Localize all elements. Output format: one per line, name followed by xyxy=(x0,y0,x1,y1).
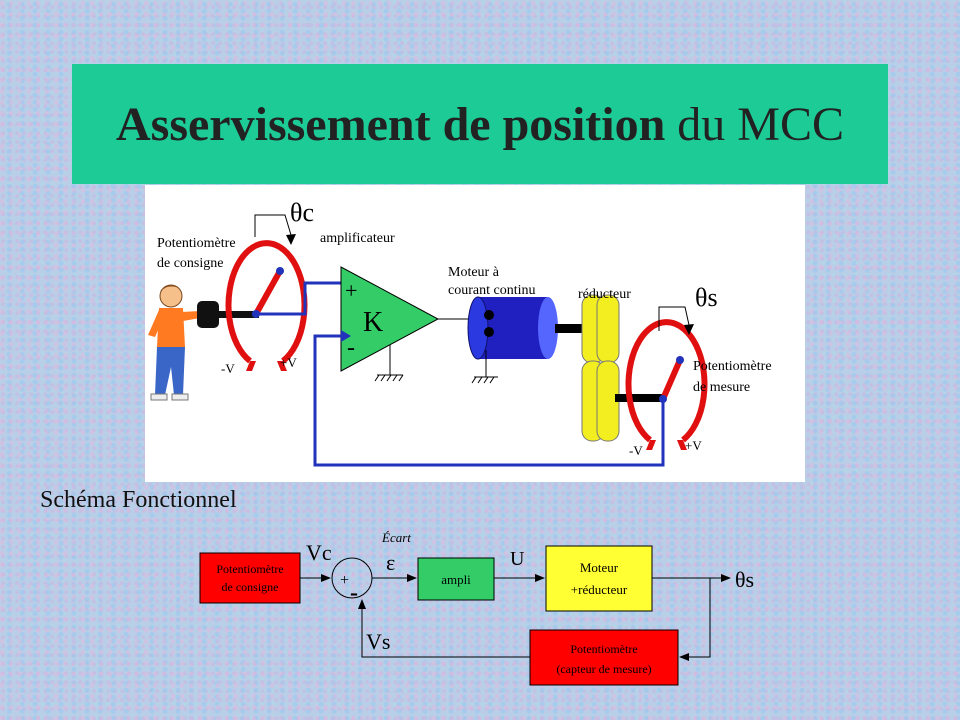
block-pot-consigne-line2: de consigne xyxy=(222,580,279,594)
moteur-line1: Moteur à xyxy=(448,265,500,280)
title-normal: du MCC xyxy=(665,97,845,151)
vs-label: Vs xyxy=(366,629,390,654)
pot-consigne-line2: de consigne xyxy=(157,256,223,271)
moteur-line2: courant continu xyxy=(448,283,535,298)
plus-v-right: +V xyxy=(685,438,702,453)
reducteur-gears-icon xyxy=(581,294,620,442)
pot-consigne-line1: Potentiomètre xyxy=(157,236,236,251)
block-pot-consigne-line1: Potentiomètre xyxy=(216,562,283,576)
block-pot-consigne xyxy=(199,552,301,604)
theta-c-label: θc xyxy=(290,198,314,227)
minus-v-left: -V xyxy=(221,361,235,376)
title-banner: Asservissement de position du MCC xyxy=(72,64,888,184)
block-moteur-line2: +réducteur xyxy=(571,582,628,597)
person-icon xyxy=(148,284,207,401)
vc-label: Vc xyxy=(306,540,332,565)
amp-plus-sign: + xyxy=(345,278,357,303)
motor-shaft xyxy=(555,324,587,333)
output-shaft xyxy=(615,394,663,402)
functional-svg: Potentiomètre de consigne Vc + - Écart ε… xyxy=(199,530,754,686)
amp-gain-k: K xyxy=(363,307,383,338)
block-ampli xyxy=(417,557,495,601)
wire-feedback xyxy=(313,334,665,467)
block-moteur xyxy=(545,545,653,612)
minus-v-right: -V xyxy=(629,443,643,458)
knob-icon xyxy=(197,301,219,328)
sum-minus-sign: - xyxy=(350,580,358,606)
potentiometer-consigne-icon xyxy=(225,214,308,371)
shaft xyxy=(219,311,259,318)
theta-s-label: θs xyxy=(695,283,718,312)
block-capteur xyxy=(529,629,679,686)
block-capteur-line1: Potentiomètre xyxy=(570,642,637,656)
theta-s-output-label: θs xyxy=(735,567,754,592)
physical-schematic: θc Potentiomètre de consigne -V +V ampli… xyxy=(145,185,805,482)
amplificateur-label: amplificateur xyxy=(320,231,395,246)
potentiometer-mesure-icon xyxy=(625,306,708,450)
pot-mesure-line1: Potentiomètre xyxy=(693,359,772,374)
page-title: Asservissement de position du MCC xyxy=(116,97,844,152)
epsilon-label: ε xyxy=(386,550,395,575)
u-label: U xyxy=(510,548,525,570)
plus-v-left: +V xyxy=(280,355,297,370)
ecart-label: Écart xyxy=(381,530,411,545)
block-capteur-line2: (capteur de mesure) xyxy=(556,662,651,676)
title-bold: Asservissement de position xyxy=(115,97,666,151)
pot-mesure-line2: de mesure xyxy=(693,380,750,395)
motor-icon xyxy=(467,296,558,384)
wire-consigne xyxy=(256,281,341,316)
reducteur-label: réducteur xyxy=(578,287,631,302)
functional-diagram: Potentiomètre de consigne Vc + - Écart ε… xyxy=(190,525,770,695)
sum-plus-sign: + xyxy=(340,572,349,589)
schematic-svg: θc Potentiomètre de consigne -V +V ampli… xyxy=(148,198,772,467)
block-moteur-line1: Moteur xyxy=(580,560,619,575)
schema-fonctionnel-label: Schéma Fonctionnel xyxy=(40,487,237,513)
amp-minus-sign: - xyxy=(347,335,355,361)
block-ampli-label: ampli xyxy=(441,572,471,587)
